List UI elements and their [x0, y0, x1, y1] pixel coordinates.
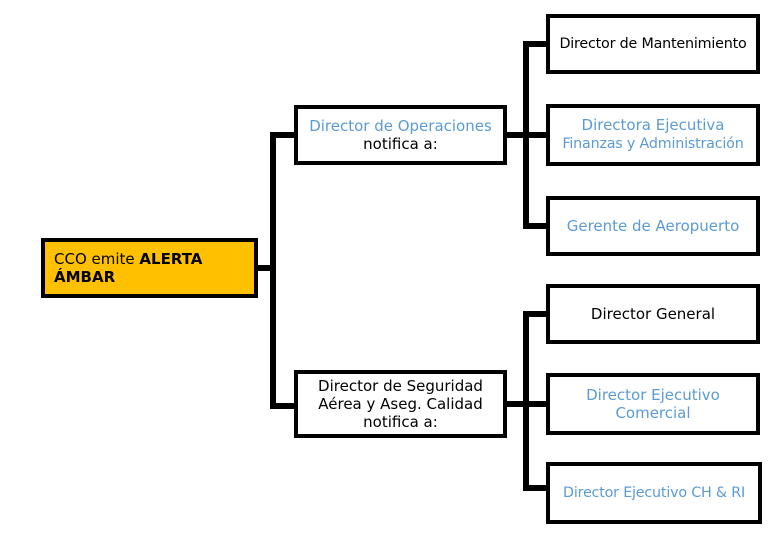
comercial-line-1: Director Ejecutivo: [586, 385, 720, 404]
connector-trunk-top-arm: [270, 132, 298, 138]
seguridad-line-2: Aérea y Aseg. Calidad: [318, 394, 483, 413]
ch-ri-label: Director Ejecutivo CH & RI: [563, 485, 745, 502]
connector-lower-arm-2: [523, 401, 550, 407]
node-director-mantenimiento[interactable]: Director de Mantenimiento: [546, 14, 760, 74]
root-text-bold: ALERTA ÁMBAR: [54, 249, 203, 286]
finanzas-line-1: Directora Ejecutiva: [581, 116, 725, 135]
mantenimiento-label: Director de Mantenimiento: [559, 36, 747, 53]
comercial-line-2: Comercial: [615, 404, 691, 422]
node-director-seguridad[interactable]: Director de Seguridad Aérea y Aseg. Cali…: [294, 370, 507, 438]
connector-lower-arm-1: [523, 311, 550, 317]
node-director-general[interactable]: Director General: [546, 284, 760, 344]
node-director-comercial[interactable]: Director Ejecutivo Comercial: [546, 373, 760, 435]
seguridad-line-3: notifica a:: [363, 413, 438, 432]
connector-trunk-vertical: [270, 132, 276, 409]
connector-root-stub: [258, 265, 276, 271]
node-directora-finanzas[interactable]: Directora Ejecutiva Finanzas y Administr…: [546, 104, 760, 166]
connector-upper-arm-2: [523, 132, 550, 138]
node-gerente-aeropuerto[interactable]: Gerente de Aeropuerto: [546, 196, 760, 256]
aeropuerto-label: Gerente de Aeropuerto: [566, 216, 740, 235]
connector-trunk-bottom-arm: [270, 403, 298, 409]
seguridad-line-1: Director de Seguridad: [318, 376, 483, 395]
connector-lower-arm-3: [523, 485, 550, 491]
operaciones-line-1: Director de Operaciones: [309, 116, 492, 135]
connector-upper-arm-1: [523, 41, 550, 47]
finanzas-line-2: Finanzas y Administración: [562, 136, 744, 153]
director-general-label: Director General: [590, 304, 716, 323]
connector-operaciones-stub: [507, 132, 529, 138]
node-director-ch-ri[interactable]: Director Ejecutivo CH & RI: [546, 462, 762, 524]
node-root-alerta-ambar[interactable]: CCO emite ALERTA ÁMBAR: [41, 238, 258, 298]
connector-upper-arm-3: [523, 223, 550, 229]
connector-seguridad-stub: [507, 401, 529, 407]
node-director-operaciones[interactable]: Director de Operaciones notifica a:: [294, 105, 507, 165]
root-text-normal: CCO emite: [54, 249, 140, 268]
operaciones-line-2: notifica a:: [363, 135, 438, 153]
